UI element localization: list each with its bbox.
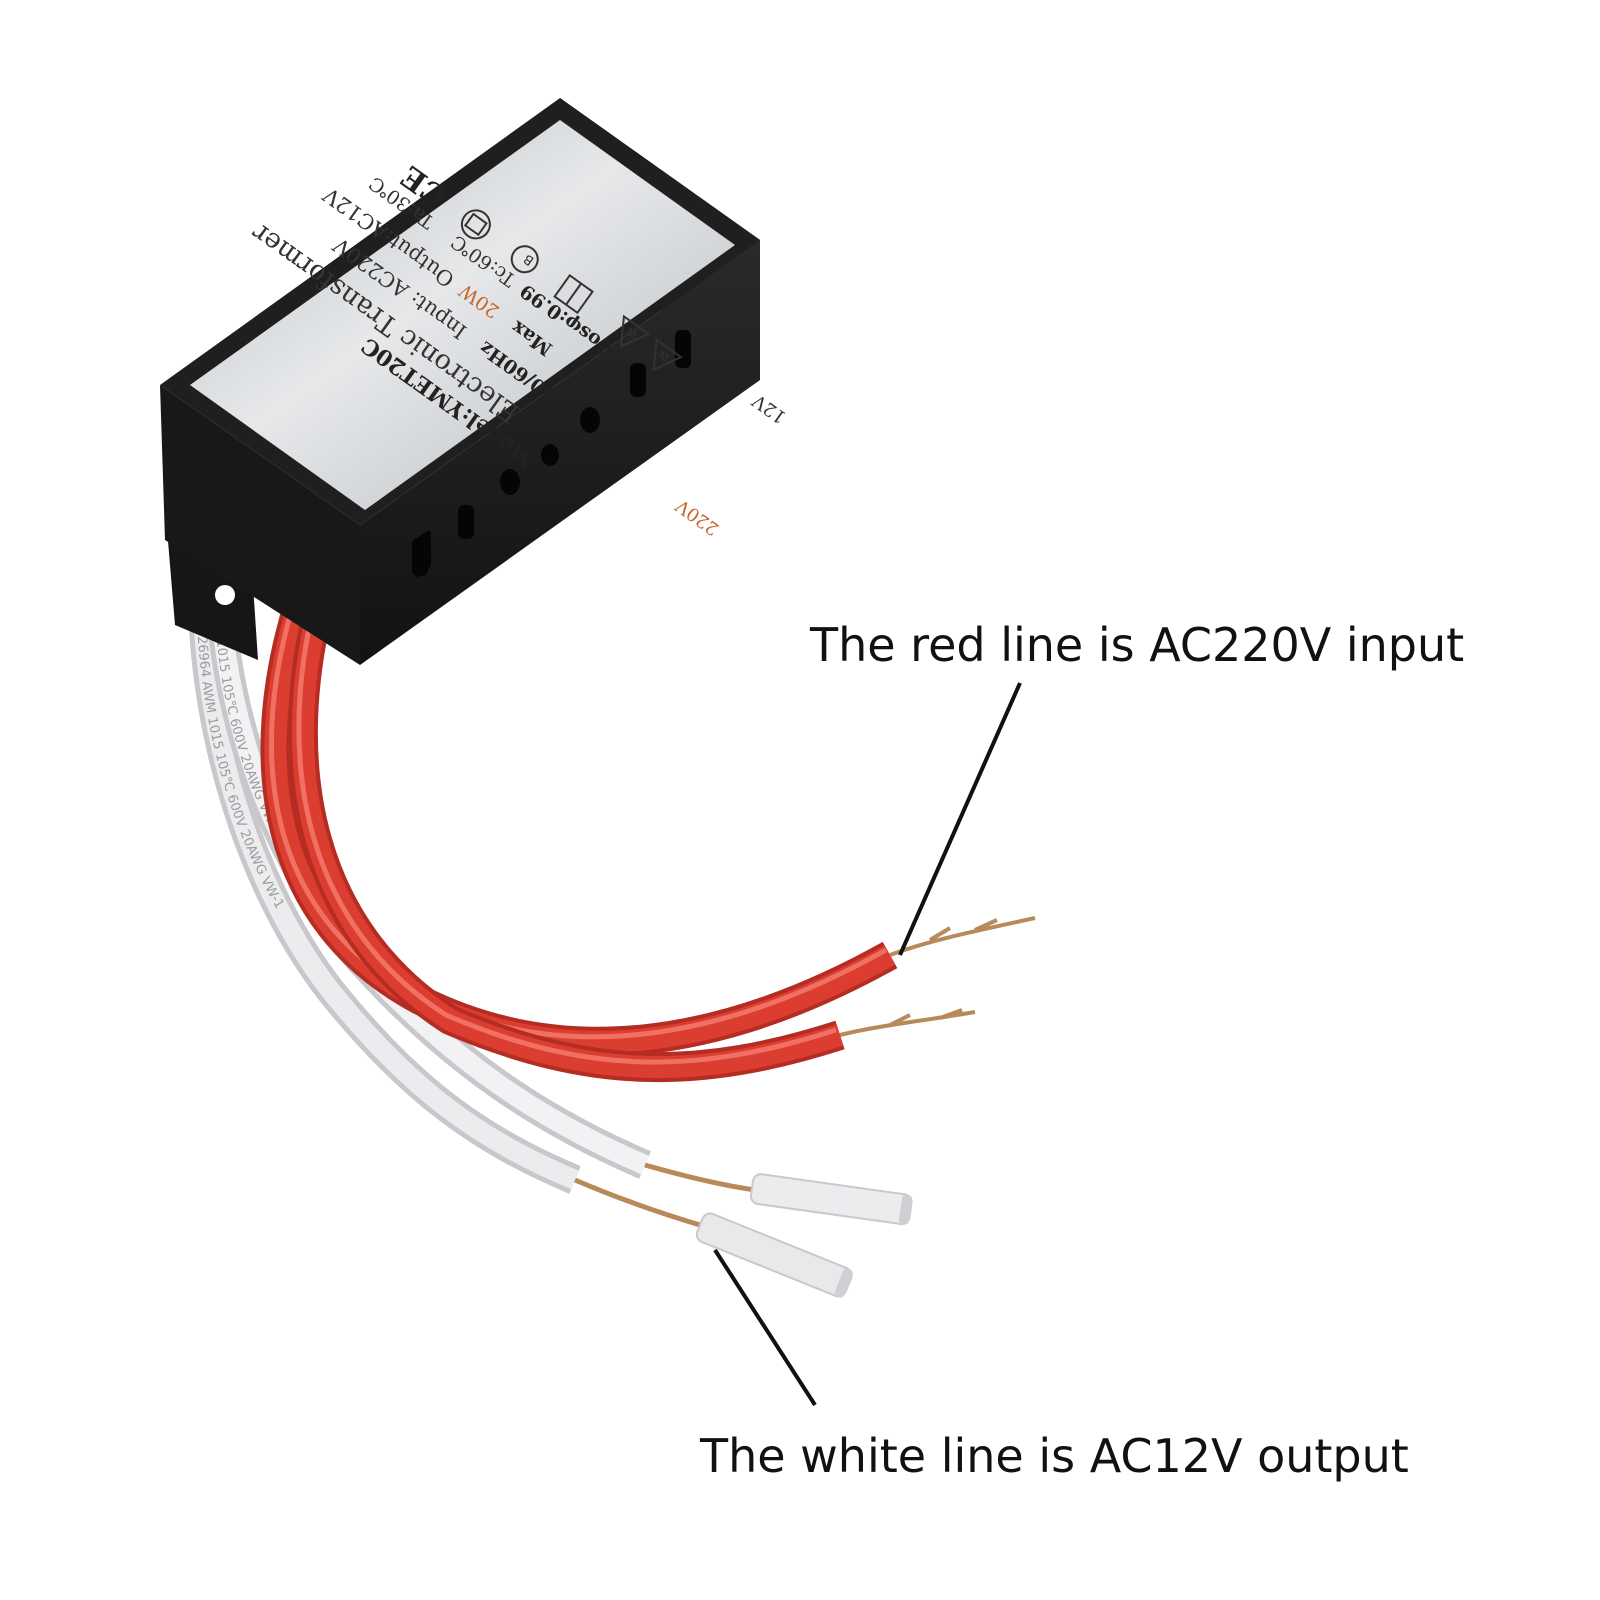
callout-line-red [898, 682, 1022, 956]
callout-red-line: The red line is AC220V input [810, 618, 1465, 672]
double-insulation-icon [460, 209, 491, 240]
box-front [360, 240, 760, 665]
copper-strand-red-2 [839, 1008, 976, 1037]
label-12v: 12V [748, 389, 790, 428]
label-plate [190, 120, 735, 510]
white-cap-2 [749, 1173, 913, 1226]
copper-strand-white-2 [644, 1162, 756, 1193]
label-220v: 220V [671, 494, 723, 539]
white-cap-1 [695, 1212, 853, 1298]
input-220v-marker: 220V [671, 494, 723, 539]
box-left-end [160, 385, 360, 665]
output-12v-marker: 12V [748, 389, 790, 428]
copper-strand-white-1 [574, 1177, 701, 1228]
red-wires [260, 594, 1036, 1083]
callout-white-line: The white line is AC12V output [700, 1429, 1409, 1483]
callout-line-white [713, 1248, 817, 1407]
transformer-box: Electronic Transformer Model:YMET20C 50/… [160, 98, 790, 665]
class-protection-icon [553, 273, 594, 315]
